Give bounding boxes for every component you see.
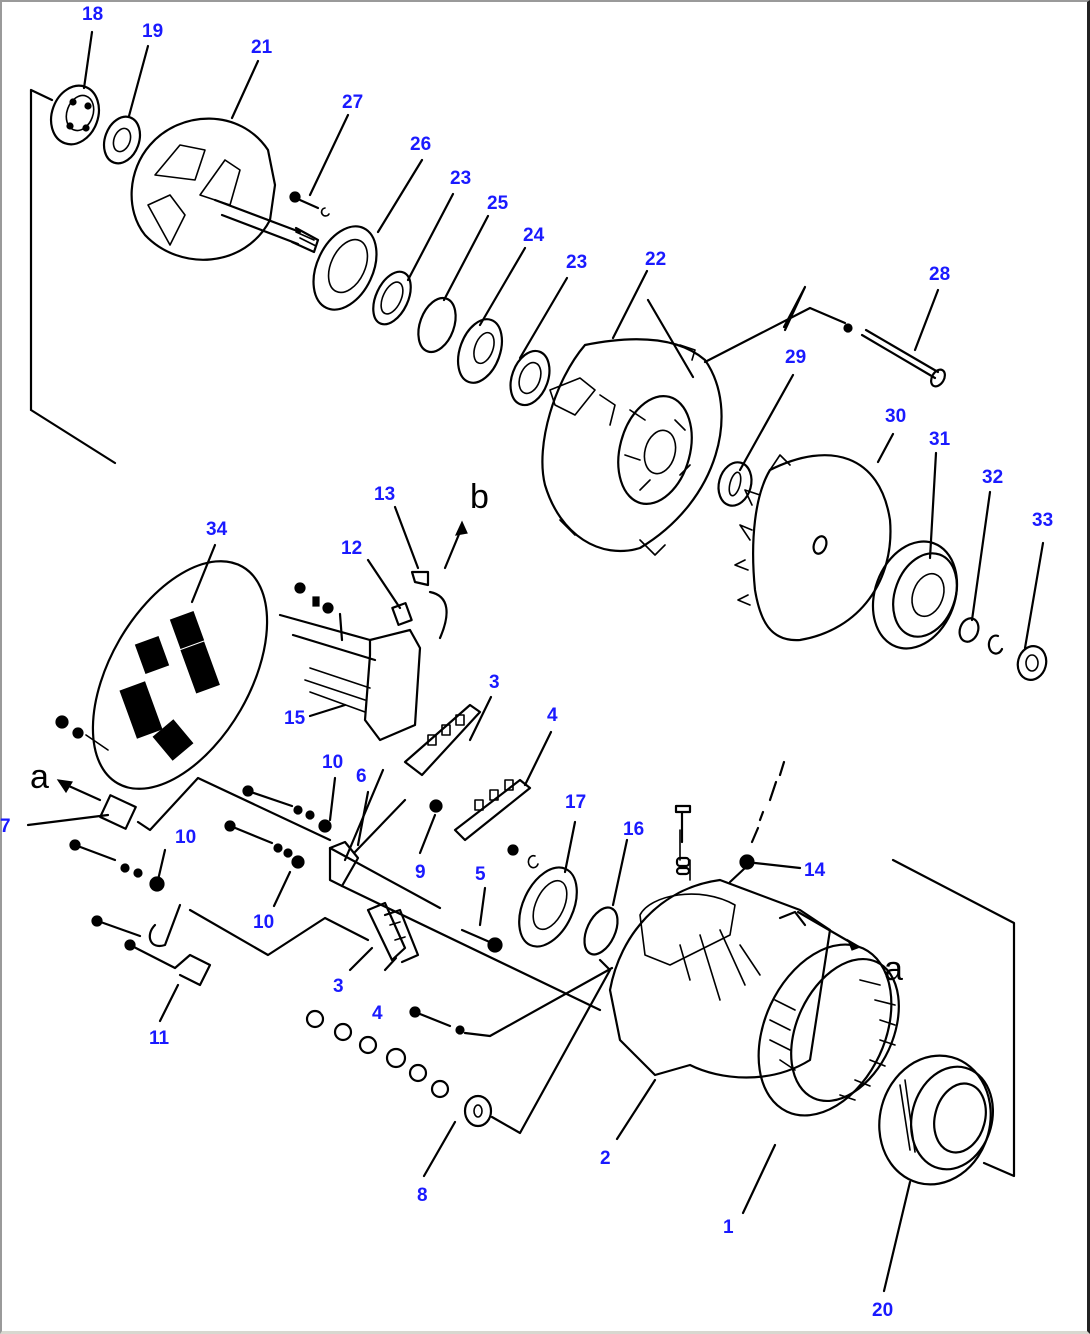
callout-labels: 18 19 21 27 26 23 25 24 23 22 28 29 30 3… [0, 4, 1053, 1321]
part-14-terminal-nut [728, 760, 786, 884]
part-19-seal [102, 115, 142, 165]
part-9-nut [429, 799, 443, 813]
callout-1: 1 [723, 1217, 734, 1238]
callout-25: 25 [487, 193, 509, 214]
part-31-pulley [871, 540, 959, 650]
callout-23-front: 23 [450, 168, 471, 189]
callout-24: 24 [523, 225, 545, 246]
reference-letter-a-left: a [30, 758, 49, 796]
terminal-bolts-upper [69, 785, 332, 892]
part-23-bearing-rear [509, 349, 551, 407]
part-33-nut [1016, 645, 1048, 681]
callout-33: 33 [1032, 510, 1053, 531]
callout-4-lower: 4 [372, 1003, 383, 1024]
callout-9: 9 [415, 862, 426, 883]
part-15-regulator [278, 582, 422, 742]
part-23-bearing-front [372, 270, 412, 326]
part-25-o-ring [417, 296, 457, 354]
callout-18: 18 [82, 4, 103, 25]
callout-32: 32 [982, 467, 1003, 488]
callout-12: 12 [341, 538, 362, 559]
callout-10-lower: 10 [253, 912, 274, 933]
part-8-nut [463, 958, 612, 1135]
part-1-stator [757, 943, 900, 1117]
callout-23-rear: 23 [566, 252, 587, 273]
part-3-4-diode-lower [366, 901, 420, 964]
callout-8: 8 [417, 1185, 428, 1206]
group-bracket-upper [29, 88, 117, 465]
part-34-rear-cover [55, 560, 269, 790]
callout-34: 34 [206, 519, 228, 540]
callout-5: 5 [475, 864, 486, 885]
callout-13: 13 [374, 484, 395, 505]
part-32-washer [958, 617, 980, 643]
washer-stack [305, 1009, 450, 1099]
part-28-through-bolt [703, 306, 946, 388]
callout-4-upper: 4 [547, 705, 558, 726]
callout-7: 7 [0, 816, 11, 837]
housing-screw [409, 966, 614, 1038]
callout-14: 14 [804, 860, 826, 881]
part-4-diode-plate-upper [453, 778, 532, 842]
part-21-rotor [130, 117, 320, 261]
callout-leader-lines [26, 30, 1045, 1293]
callout-6: 6 [356, 766, 367, 787]
callout-19: 19 [142, 21, 163, 42]
part-17-bearing-cover [507, 844, 578, 948]
part-26-retainer [312, 225, 378, 311]
lock-washer-icon [987, 634, 1004, 655]
callout-27: 27 [342, 92, 363, 113]
part-5-screw [460, 928, 503, 953]
group-bracket-lower [891, 858, 1016, 1178]
part-27-screw [289, 191, 330, 217]
callout-26: 26 [410, 134, 431, 155]
part-30-fan [734, 454, 892, 642]
part-22-rear-housing [541, 338, 723, 556]
part-7-clip [56, 776, 332, 842]
assembly-leader-lines [328, 768, 602, 1012]
part-2-front-housing [608, 804, 862, 1079]
part-11-terminal [91, 903, 370, 987]
part-29-spacer [717, 461, 753, 507]
callout-29: 29 [785, 347, 806, 368]
part-16-o-ring [583, 906, 619, 956]
callout-15: 15 [284, 708, 306, 729]
callout-2: 2 [600, 1148, 611, 1169]
callout-3-lower: 3 [333, 976, 344, 997]
part-3-diode-plate-upper [403, 703, 482, 777]
part-20-pulley [878, 1054, 995, 1186]
callout-3-upper: 3 [489, 672, 500, 693]
callout-30: 30 [885, 406, 906, 427]
part-12-13-terminal [391, 520, 468, 640]
callout-17: 17 [565, 792, 586, 813]
callout-21: 21 [251, 37, 273, 58]
part-6-bracket [328, 840, 360, 888]
reference-letter-b: b [470, 478, 489, 516]
part-24-bearing [456, 318, 504, 384]
callout-20: 20 [872, 1300, 893, 1321]
callout-22: 22 [645, 249, 666, 270]
callout-10-upper: 10 [322, 752, 343, 773]
callout-11: 11 [149, 1028, 170, 1049]
callout-31: 31 [929, 429, 951, 450]
callout-28: 28 [929, 264, 950, 285]
callout-10-left: 10 [175, 827, 196, 848]
callout-16: 16 [623, 819, 644, 840]
part-18-bearing [49, 84, 101, 146]
